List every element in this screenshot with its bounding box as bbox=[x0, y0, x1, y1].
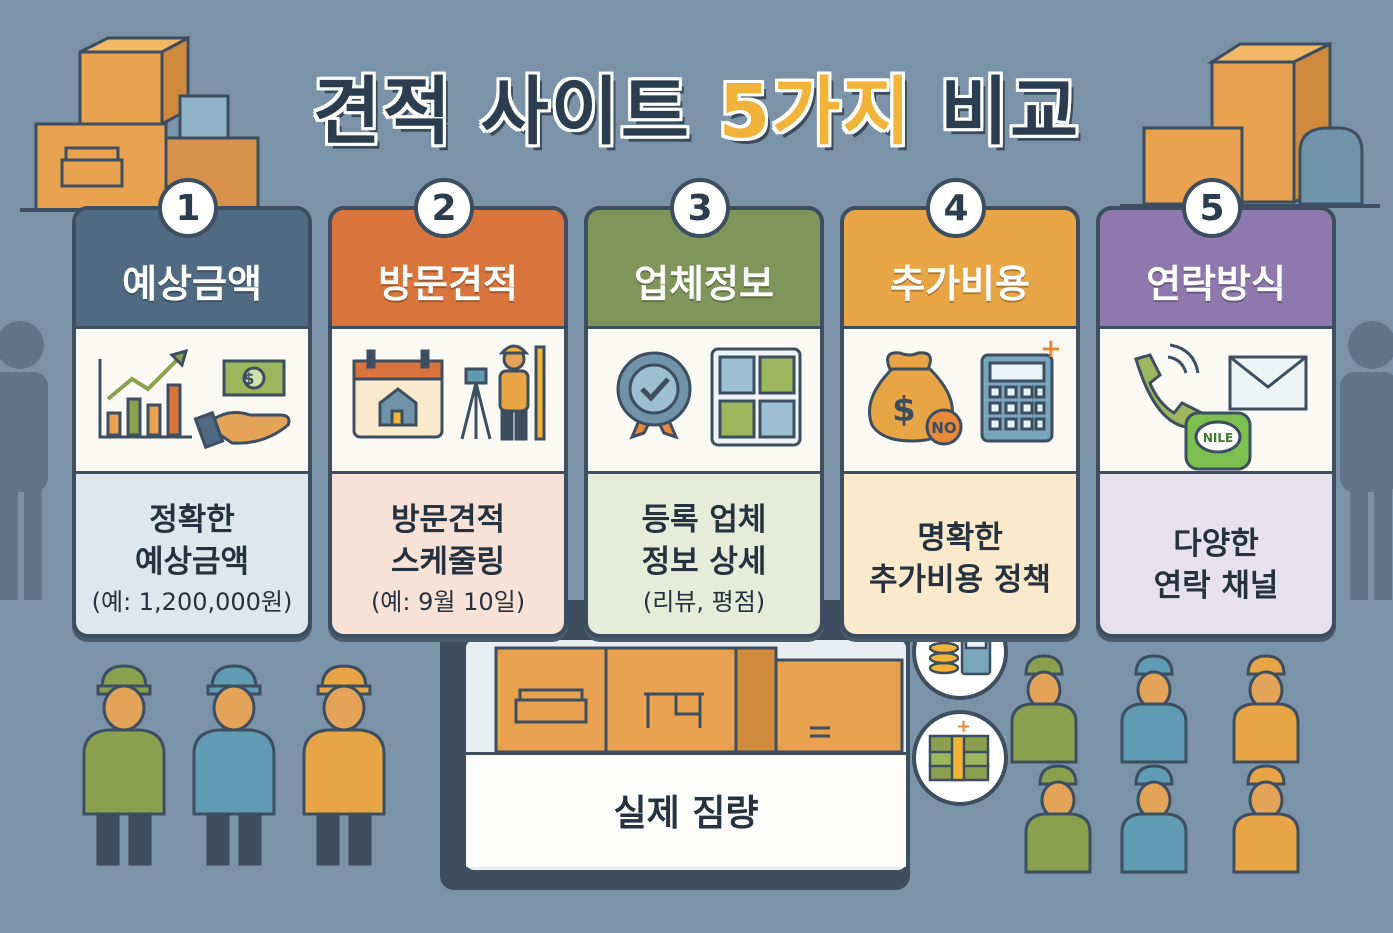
mail-icon bbox=[1228, 355, 1308, 411]
card-body: 방문견적 스케줄링 (예: 9월 10일) bbox=[332, 474, 564, 634]
calendar-house-icon bbox=[352, 349, 444, 439]
card-heading: 예상금액 bbox=[76, 210, 308, 326]
money-hand-icon bbox=[193, 359, 291, 450]
chat-app-label: NILE bbox=[1203, 431, 1233, 445]
card-icons bbox=[588, 326, 820, 474]
inventory-paper bbox=[466, 752, 906, 867]
card-body: 등록 업체 정보 상세 (리뷰, 평점) bbox=[588, 474, 820, 634]
card-line2: 추가비용 정책 bbox=[869, 561, 1051, 598]
card-estimated-price[interactable]: 예상금액 $ 정확한 예상금액 (예: 1,200,000원) bbox=[72, 206, 312, 638]
card-sub: (리뷰, 평점) bbox=[642, 587, 766, 616]
card-number-badge: 3 bbox=[670, 178, 730, 238]
card-number-badge: 4 bbox=[926, 178, 986, 238]
boxes-right bbox=[1142, 41, 1364, 206]
card-number-badge: 2 bbox=[414, 178, 474, 238]
card-visit-estimate[interactable]: 방문견적 방문견적 스케줄링 (예: 9월 10일) bbox=[328, 206, 568, 638]
card-extra-cost[interactable]: 추가비용 $ NO + 명확한 추가비용 정책 bbox=[840, 206, 1080, 638]
phone-icon bbox=[1134, 343, 1204, 429]
card-body: 다양한 연락 채널 bbox=[1100, 474, 1332, 634]
calculator-icon bbox=[980, 353, 1054, 443]
card-line2: 정보 상세 bbox=[641, 543, 767, 580]
card-line2: 스케줄링 bbox=[390, 543, 506, 580]
svg-text:+: + bbox=[956, 716, 971, 737]
card-line1: 등록 업체 bbox=[641, 502, 767, 538]
chat-app-icon: NILE bbox=[1184, 411, 1252, 471]
card-icons: $ bbox=[76, 326, 308, 474]
card-line1: 방문견적 bbox=[390, 502, 506, 538]
card-icons: NILE bbox=[1100, 326, 1332, 474]
dollar-glyph: $ bbox=[892, 390, 916, 430]
dollar-glyph: $ bbox=[243, 369, 254, 388]
card-number-badge: 5 bbox=[1182, 178, 1242, 238]
workers-right bbox=[1010, 654, 1300, 874]
card-line1: 정확한 bbox=[149, 502, 235, 538]
card-heading: 업체정보 bbox=[588, 210, 820, 326]
actual-load-label: 실제 짐량 bbox=[613, 793, 759, 834]
card-line2: 예상금액 bbox=[134, 543, 250, 580]
card-number-badge: 1 bbox=[158, 178, 218, 238]
photo-gallery-icon bbox=[710, 347, 802, 447]
money-bag-no-icon: $ NO bbox=[868, 351, 963, 446]
worker-silhouettes bbox=[0, 321, 1393, 600]
page-title: 견적 사이트 5가지 비교 bbox=[0, 52, 1393, 159]
card-icons: $ NO + bbox=[844, 326, 1076, 474]
cash-stack-icon: + bbox=[928, 716, 990, 782]
certified-badge-icon bbox=[616, 351, 692, 440]
card-line2: 연락 채널 bbox=[1153, 567, 1279, 604]
card-company-info[interactable]: 업체정보 등록 업체 정보 상세 (리뷰, 평점) bbox=[584, 206, 824, 638]
card-sub: (예: 1,200,000원) bbox=[91, 587, 293, 616]
card-body: 정확한 예상금액 (예: 1,200,000원) bbox=[76, 474, 308, 634]
surveyor-icon bbox=[460, 344, 546, 441]
card-contact-method[interactable]: 연락방식 NILE 다양한 연락 채널 bbox=[1096, 206, 1336, 638]
title-highlight: 5가지 bbox=[718, 69, 913, 155]
card-body: 명확한 추가비용 정책 bbox=[844, 474, 1076, 634]
card-line1: 명확한 bbox=[917, 520, 1003, 556]
card-icons bbox=[332, 326, 564, 474]
growth-chart-icon bbox=[98, 348, 192, 439]
card-line1: 다양한 bbox=[1173, 526, 1259, 562]
card-sub: (예: 9월 10일) bbox=[370, 587, 526, 616]
title-main: 견적 사이트 bbox=[312, 69, 719, 155]
title-end: 비교 bbox=[912, 69, 1081, 155]
no-label: NO bbox=[931, 419, 956, 437]
cash-stack-bubble: + bbox=[912, 710, 1008, 806]
workers-left bbox=[82, 664, 386, 866]
plus-icon: + bbox=[1040, 334, 1062, 364]
